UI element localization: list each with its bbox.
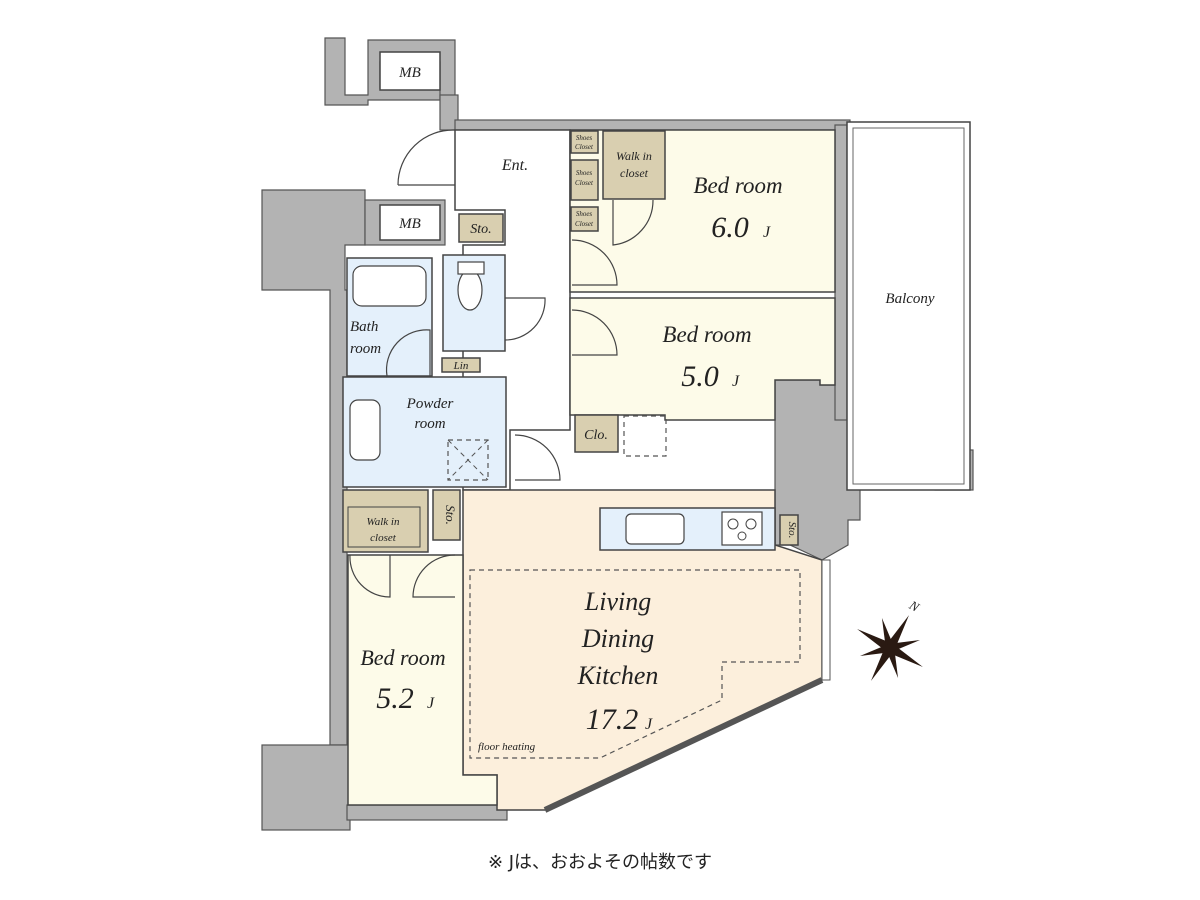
bedroom-5-size: 5.0 (681, 360, 719, 393)
powder-room-label-2: room (414, 416, 445, 432)
ldk-unit: J (645, 716, 653, 733)
entrance-label: Ent. (501, 157, 528, 174)
svg-text:Closet: Closet (575, 179, 594, 187)
powder-room-label: Powder (406, 396, 454, 412)
svg-text:Shoes: Shoes (576, 134, 593, 142)
svg-text:Shoes: Shoes (576, 169, 593, 177)
walls (261, 37, 974, 831)
ldk-label-1: Living (584, 587, 651, 616)
balcony-label: Balcony (885, 291, 934, 307)
storage-1-label: Sto. (470, 222, 491, 237)
closet-label: Clo. (584, 428, 608, 443)
toilet-icon (457, 269, 483, 311)
footnote: ※ Jは、おおよその帖数です (487, 852, 713, 873)
walkin-closet-upper (602, 130, 666, 200)
walkin-closet-lower-label-2: closet (370, 532, 397, 544)
shoes-closets: Shoes Closet Shoes Closet Shoes Closet (570, 130, 599, 232)
walkin-closet-upper-label-2: closet (620, 166, 649, 180)
bedroom-5-2-unit: J (427, 695, 435, 712)
linen-label: Lin (453, 360, 469, 372)
mb-top-box (379, 51, 441, 91)
walkin-closet-lower (342, 489, 429, 553)
bathtub-icon (352, 265, 427, 307)
ldk-label-3: Kitchen (577, 661, 659, 690)
bedroom-5-2-label: Bed room (360, 645, 445, 670)
ldk-label-2: Dining (581, 624, 654, 653)
storage-3 (779, 514, 799, 546)
storage-2 (432, 489, 461, 541)
sink-icon (625, 513, 685, 545)
floor-heating-area (469, 569, 801, 759)
bedroom-6-label: Bed room (693, 173, 782, 198)
closet (574, 414, 619, 453)
compass-north-label: N (906, 597, 923, 615)
bedroom-5-2 (347, 554, 498, 806)
mb-bottom-label: MB (398, 216, 421, 232)
bedroom-5-unit: J (732, 373, 740, 390)
bedroom-5 (569, 297, 836, 421)
walkin-closet-lower-label: Walk in (367, 516, 400, 528)
ldk-size: 17.2 (586, 703, 639, 736)
mb-top-label: MB (398, 65, 421, 81)
floor-heating-label: floor heating (478, 741, 536, 753)
storage-1 (458, 213, 504, 243)
bedroom-5-2-size: 5.2 (376, 682, 414, 715)
svg-text:Closet: Closet (575, 143, 594, 151)
washbasin-icon (349, 399, 381, 461)
svg-text:Closet: Closet (575, 220, 594, 228)
walkin-closet-upper-label: Walk in (616, 149, 652, 163)
bedroom-6-size: 6.0 (711, 211, 749, 244)
bedroom-5-label: Bed room (662, 322, 751, 347)
bathroom-label: Bath (350, 319, 378, 335)
compass-icon: N (857, 597, 923, 681)
bedroom-6-unit: J (763, 224, 771, 241)
balcony (846, 121, 971, 491)
bathroom-label-2: room (350, 341, 381, 357)
svg-text:Shoes: Shoes (576, 210, 593, 218)
linen (441, 357, 481, 373)
storage-2-label: Sto. (443, 505, 458, 525)
storage-3-label: Sto. (786, 522, 798, 539)
